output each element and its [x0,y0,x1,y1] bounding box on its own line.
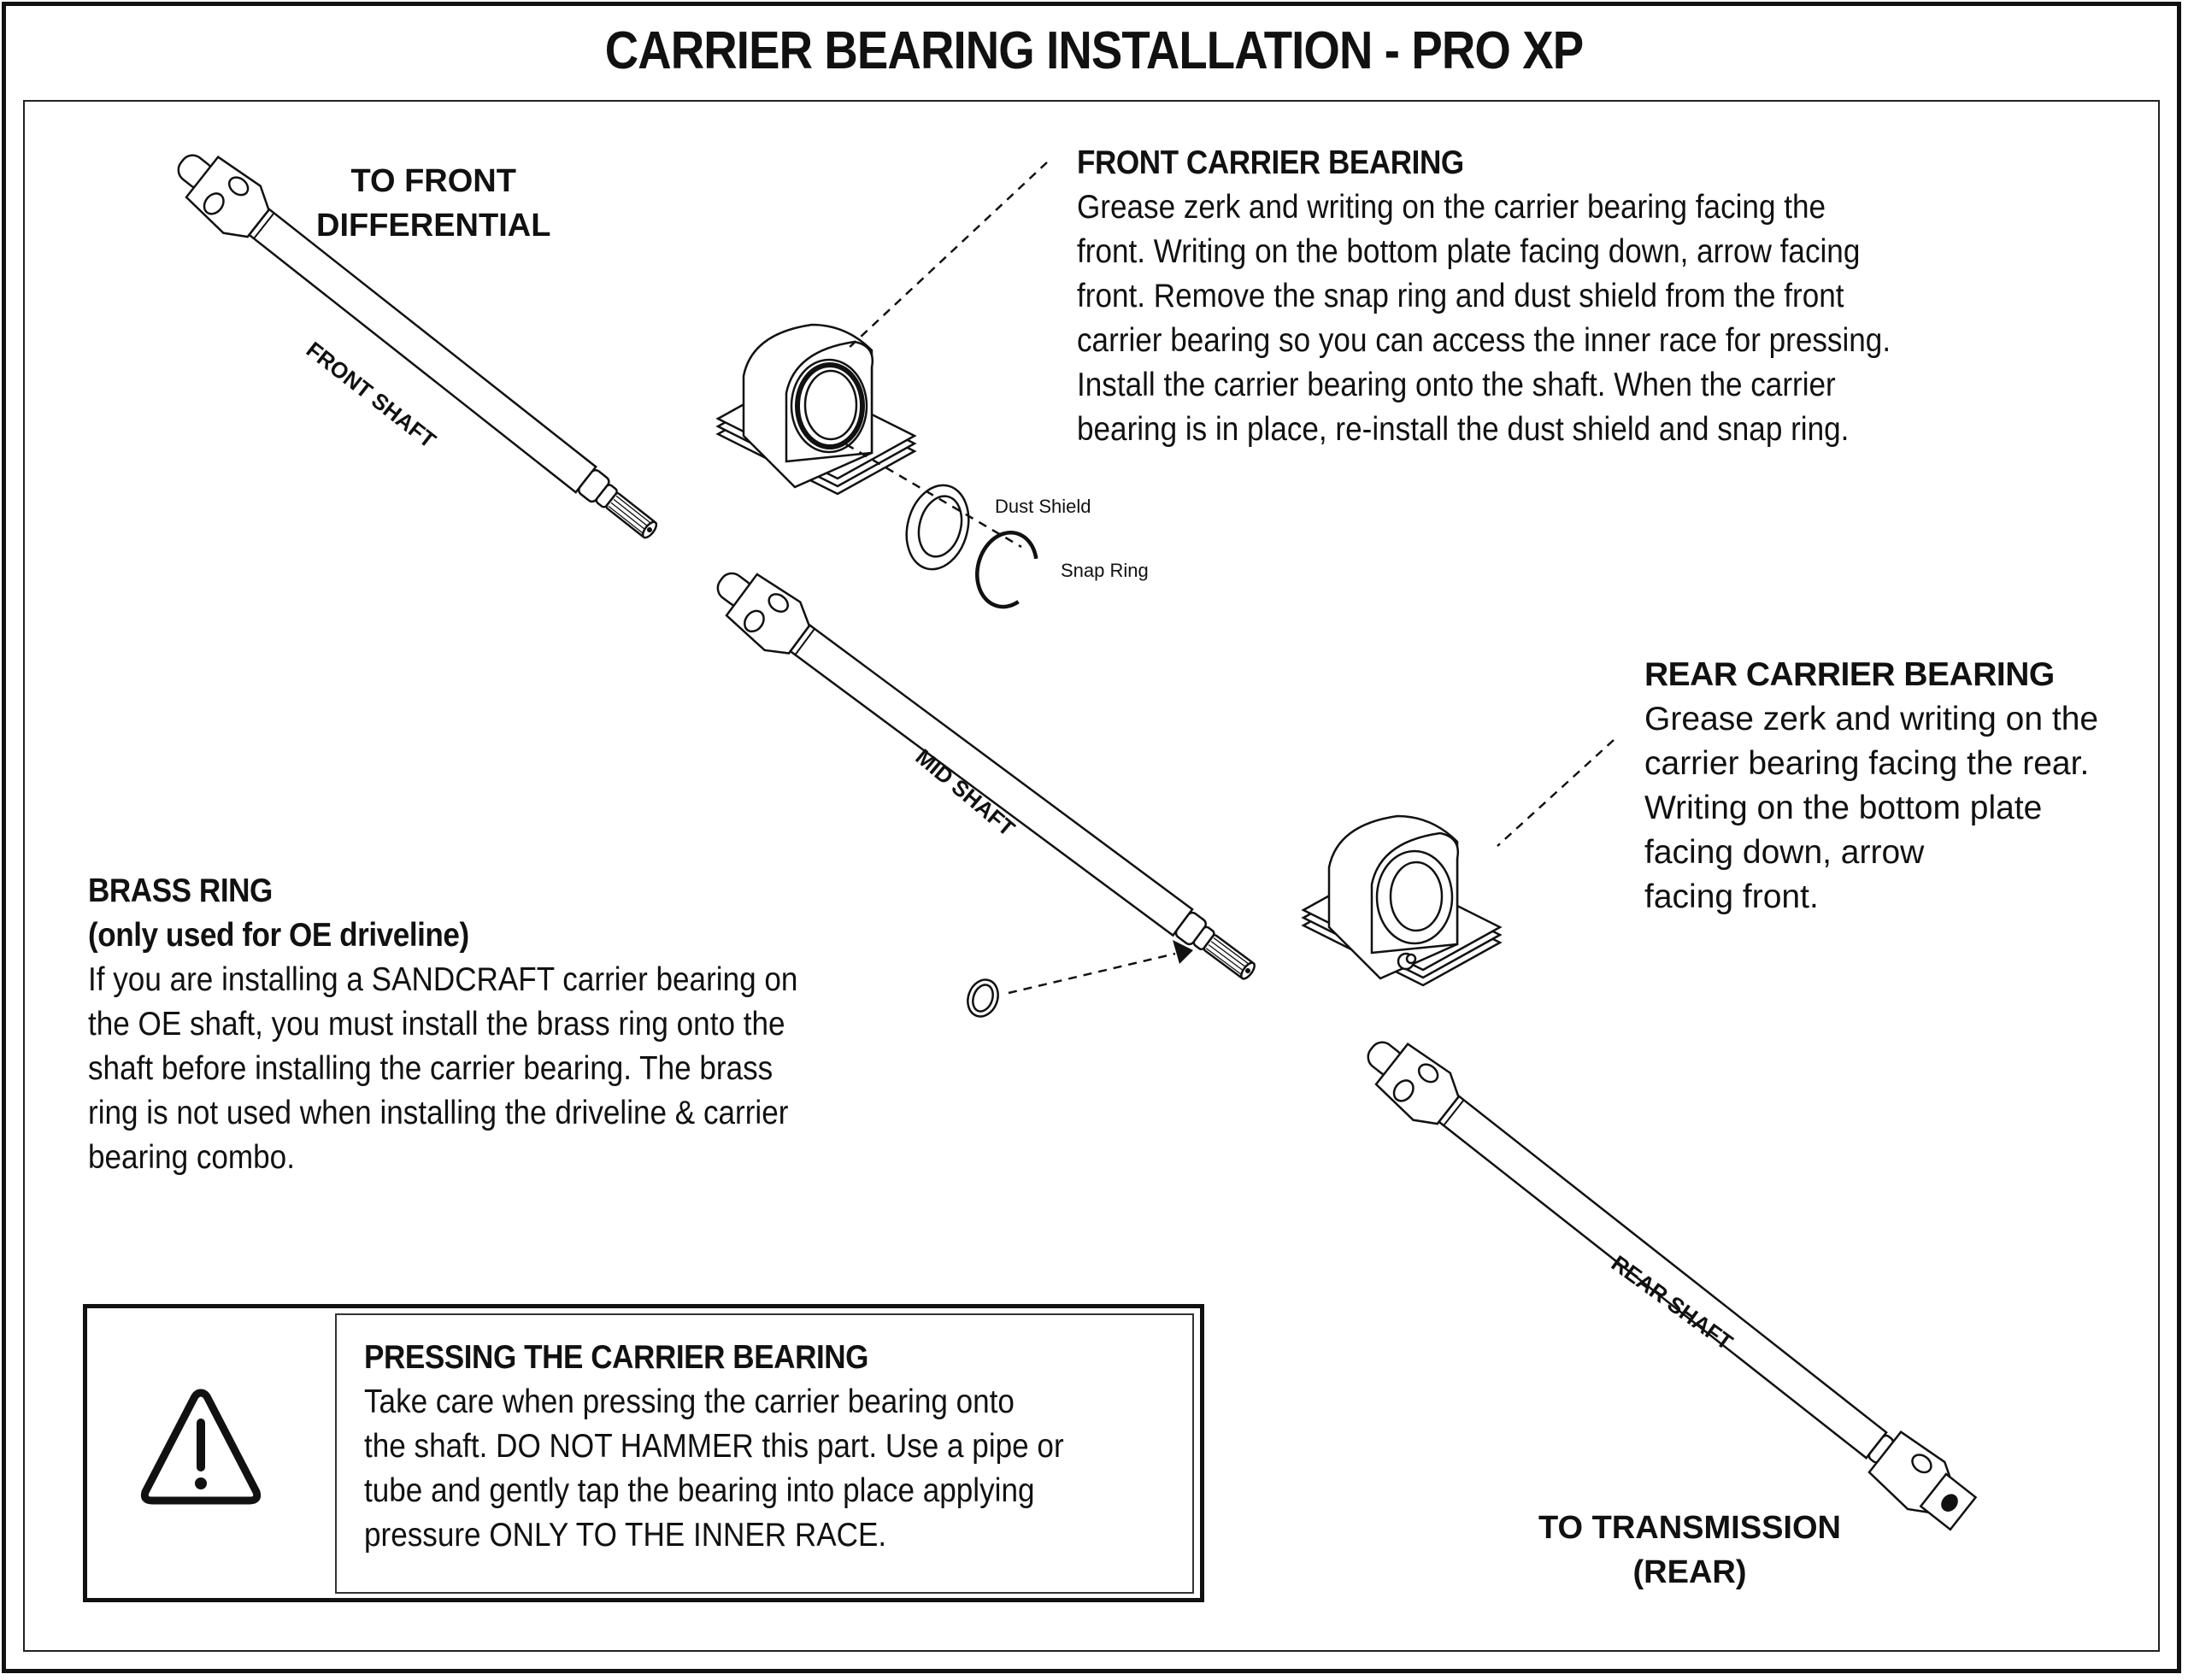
spline-line [1205,948,1244,976]
front-bearing-line: Install the carrier bearing onto the sha… [1077,367,1836,403]
snap-ring-label: Snap Ring [1061,560,1149,581]
spline-line [615,495,653,525]
rear-bearing-line: facing front. [1644,878,1819,915]
yoke-cap [1417,1063,1439,1084]
u-joint-yoke-icon [185,155,270,238]
brass-ring-line: bearing combo. [88,1139,295,1176]
page-title: CARRIER BEARING INSTALLATION - PRO XP [604,21,1584,80]
rear-bearing-line: facing down, arrow [1644,834,1925,871]
yoke-cap [1911,1454,1932,1474]
rear-bearing-line: Grease zerk and writing on the [1644,701,2099,737]
rear-carrier-bearing-heading: REAR CARRIER BEARING [1644,656,2055,693]
brass-ring-section: BRASS RING (only used for OE driveline) … [88,869,797,1180]
rear-shaft-drawing [1367,1041,1978,1531]
u-joint-yoke-icon [725,573,811,655]
spline-line [613,498,650,528]
grease-zerk-tip [1405,953,1417,965]
front-bearing-line: Grease zerk and writing on the carrier b… [1077,189,1826,226]
brass-ring-heading: BRASS RING [88,872,273,909]
warning-line: the shaft. DO NOT HAMMER this part. Use … [364,1428,1064,1465]
front-bearing-line: front. Writing on the bottom plate facin… [1077,233,1861,270]
rear-bearing-line: carrier bearing facing the rear. [1644,745,2090,782]
tube-ring [1443,1099,1465,1126]
warning-box [83,1304,1204,1602]
bearing-bore-inner [803,369,858,441]
spline-line [1208,944,1245,972]
spline-line [1210,941,1248,969]
clamp-bore [1941,1494,1958,1512]
brass-ring-subheading: (only used for OE driveline) [88,917,469,954]
front-carrier-bearing-drawing [715,323,917,496]
warning-line: Take care when pressing the carrier bear… [364,1383,1015,1420]
front-bearing-line: bearing is in place, re-install the dust… [1077,411,1850,448]
brass-ring-line: If you are installing a SANDCRAFT carrie… [88,961,798,998]
diagram-frame [23,100,2160,1652]
tube-ring [794,628,815,655]
warning-text-box [335,1313,1194,1594]
to-transmission-label: TO TRANSMISSION (REAR) [1538,1506,1841,1595]
front-axis-dash-line [845,443,1022,549]
spline-line [1213,937,1250,966]
yoke-cap [768,593,790,613]
to-transmission-line-2: (REAR) [1632,1554,1747,1590]
dust-shield-label: Dust Shield [995,496,1091,517]
snap-ring-installed [795,362,865,449]
spline-bore [1245,968,1251,974]
tube-ring [253,212,275,239]
yoke-cap [203,192,225,215]
warning-section: PRESSING THE CARRIER BEARING Take care w… [364,1336,1064,1558]
warning-triangle-icon [140,1389,262,1505]
u-joint-yoke-icon [1374,1042,1460,1125]
to-front-line-2: DIFFERENTIAL [316,208,551,244]
front-bearing-leader-line [845,162,1048,351]
front-bearing-line: front. Remove the snap ring and dust shi… [1077,278,1844,314]
rear-bearing-leader-line [1497,739,1615,847]
brass-ring-line: the OE shaft, you must install the brass… [88,1006,785,1043]
spline-line [608,505,644,535]
warning-line: pressure ONLY TO THE INNER RACE. [364,1517,887,1554]
yoke-cap [744,609,765,633]
brass-ring-arrow-line [1008,952,1176,995]
rear-bearing-line: Writing on the bottom plate [1644,790,2043,826]
warning-line: tube and gently tap the bearing into pla… [364,1472,1035,1509]
spline-line [610,502,647,532]
warning-heading: PRESSING THE CARRIER BEARING [364,1339,869,1376]
brass-ring-line: shaft before installing the carrier bear… [88,1050,773,1087]
rear-carrier-bearing-drawing [1301,814,1503,987]
rear-carrier-bearing-section: REAR CARRIER BEARING Grease zerk and wri… [1644,653,2098,919]
shaft-tube [789,623,1194,937]
front-carrier-bearing-heading: FRONT CARRIER BEARING [1077,144,1464,181]
to-front-differential-label: TO FRONT DIFFERENTIAL [316,159,550,248]
brass-ring-inner [972,984,994,1013]
yoke-cap [227,176,250,197]
front-shaft-drawing [177,154,658,539]
bearing-bore-inner [1389,861,1444,932]
to-front-line-1: TO FRONT [350,163,516,199]
front-carrier-bearing-section: FRONT CARRIER BEARING Grease zerk and wr… [1077,141,1891,452]
mid-shaft-drawing [716,572,1256,980]
front-bearing-line: carrier bearing so you can access the in… [1077,322,1891,359]
brass-ring-arrowhead [1173,940,1193,964]
dust-shield-inner [917,495,963,558]
to-transmission-line-1: TO TRANSMISSION [1538,1510,1841,1546]
brass-ring-line: ring is not used when installing the dri… [88,1095,789,1131]
spline-bore [647,527,653,533]
snap-ring-drawing [975,531,1038,609]
yoke-cap [1392,1079,1415,1102]
